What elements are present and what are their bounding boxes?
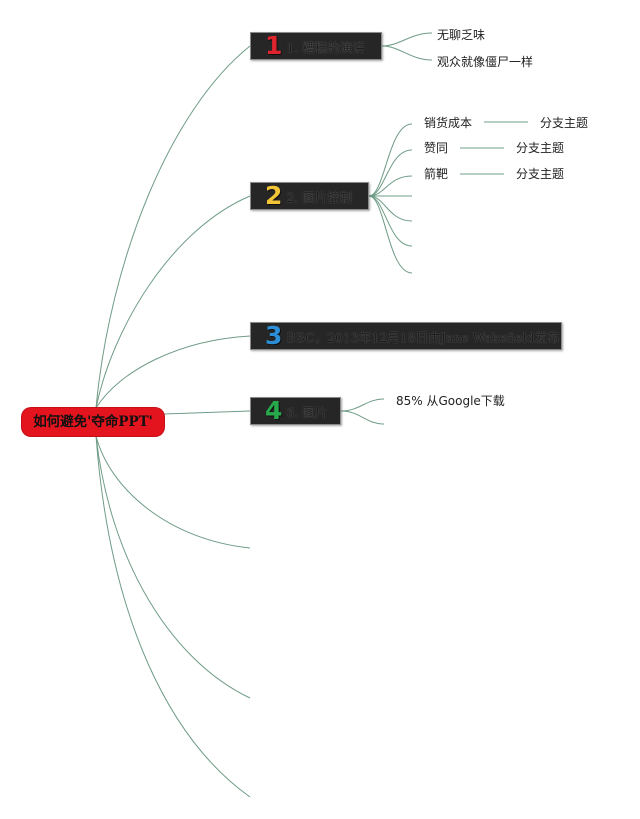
link-t4-c2 [340, 410, 385, 425]
topic-4[interactable]: 4 6. 图片 [250, 397, 341, 425]
topic-3[interactable]: 3 BBC，2013年12月18日由Jane Wakefield发布 [250, 322, 562, 350]
link-t2-c7 [368, 195, 413, 274]
topic-4-child-1[interactable]: 85% 从Google下载 [396, 394, 505, 408]
topic-2-label: 2. 图片控制 [286, 189, 353, 205]
link-t1-c1 [381, 32, 433, 47]
topic-2-child-2-sub[interactable]: 分支主题 [516, 141, 565, 155]
topic-3-number: 3 [265, 321, 283, 350]
topic-2-child-1[interactable]: 销货成本 [424, 116, 473, 130]
topic-2-child-1-sub[interactable]: 分支主题 [540, 116, 589, 130]
central-topic[interactable]: 如何避免'夺命PPT' [22, 408, 164, 436]
topic-1[interactable]: 1 1. 糟糕的演讲 [250, 32, 382, 60]
topic-1-child-2[interactable]: 观众就像僵尸一样 [437, 55, 534, 69]
topic-4-number: 4 [265, 396, 283, 425]
link-root-topic1 [95, 45, 251, 409]
link-t1-c2 [381, 45, 433, 61]
link-root-empty-1 [95, 435, 251, 549]
topic-2-child-3-sub[interactable]: 分支主题 [516, 167, 565, 181]
topic-2[interactable]: 2 2. 图片控制 [250, 182, 369, 210]
link-t2-c2 [368, 149, 413, 197]
connector-lines [95, 32, 528, 798]
link-t2-c3 [368, 175, 413, 197]
link-root-topic3 [95, 335, 251, 409]
link-t4-c1 [340, 398, 385, 412]
topic-2-child-3[interactable]: 箭靶 [424, 167, 449, 181]
topic-3-label: BBC，2013年12月18日由Jane Wakefield发布 [286, 329, 560, 345]
link-t2-c6 [368, 195, 413, 247]
topic-2-number: 2 [265, 181, 283, 210]
link-root-topic2 [95, 195, 251, 409]
link-root-topic4 [163, 410, 251, 415]
topic-1-number: 1 [265, 31, 283, 60]
topic-4-label: 6. 图片 [286, 404, 328, 420]
topic-1-label: 1. 糟糕的演讲 [286, 39, 365, 55]
link-t2-c1 [368, 123, 413, 197]
topic-2-child-2[interactable]: 赞同 [424, 141, 449, 155]
topic-1-child-1[interactable]: 无聊乏味 [437, 28, 486, 42]
link-root-empty-2 [95, 435, 251, 699]
link-root-empty-3 [95, 435, 251, 798]
